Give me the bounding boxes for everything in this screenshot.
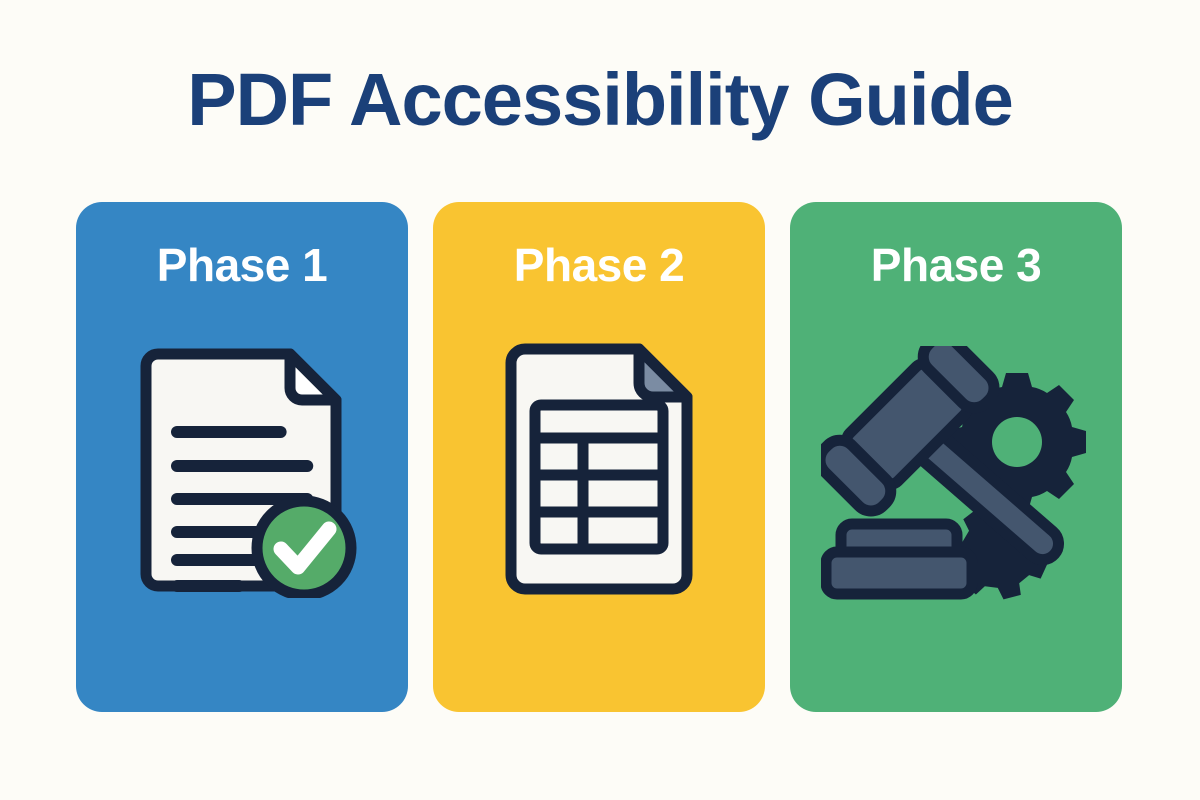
phase-card-2[interactable]: Phase 2 xyxy=(433,202,765,712)
phase-card-3[interactable]: Phase 3 xyxy=(790,202,1122,712)
phase-card-3-label: Phase 3 xyxy=(870,239,1042,291)
phase-card-2-label: Phase 2 xyxy=(513,239,685,291)
document-table-icon xyxy=(433,328,765,618)
page-title: PDF Accessibility Guide xyxy=(187,58,1014,141)
gavel-gears-icon xyxy=(790,328,1122,618)
phase-card-1[interactable]: Phase 1 xyxy=(76,202,408,712)
gavel-sound-block-shape xyxy=(821,518,978,599)
phase-card-1-label: Phase 1 xyxy=(156,239,328,291)
gavel-head-shape xyxy=(821,345,1000,517)
document-check-icon xyxy=(76,328,408,618)
phase-card-row: Phase 1 xyxy=(76,202,1122,712)
